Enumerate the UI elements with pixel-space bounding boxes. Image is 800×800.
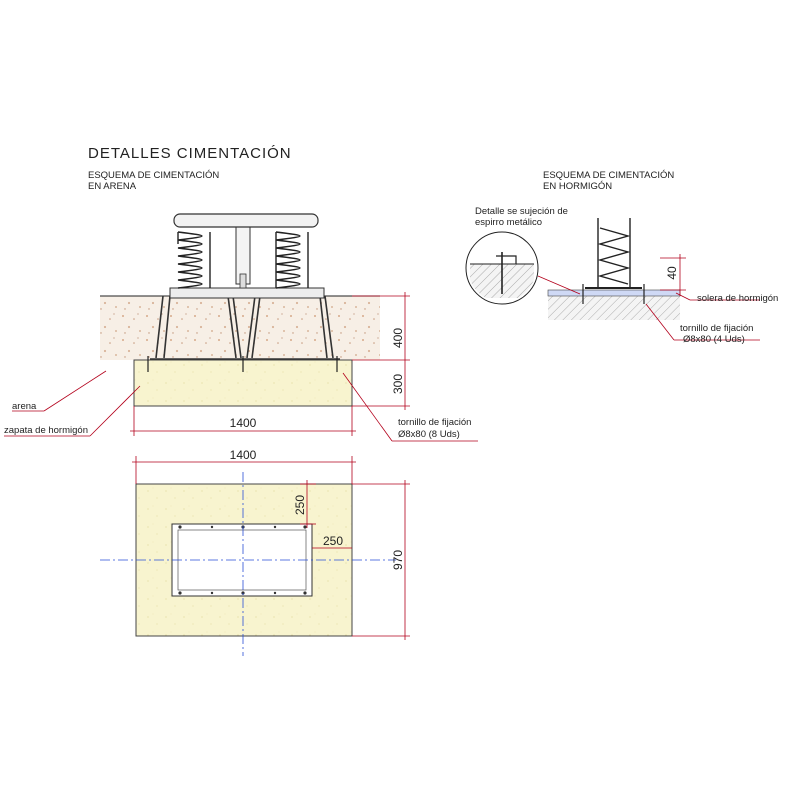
concrete-bolt-label-1: tornillo de fijación [680,323,753,334]
plan-dim-970: 970 [391,550,405,570]
sand-scheme: ESQUEMA DE CIMENTACIÓN EN ARENA [4,170,478,442]
sand-dim-400: 400 [391,328,405,348]
plan-dim-1400: 1400 [230,448,257,462]
detail-circle [465,231,581,305]
plan-dim-lines [132,456,410,640]
plan-dim-250-top: 250 [293,495,307,515]
concrete-spring [585,218,642,289]
plan-dim-250-side: 250 [323,534,343,548]
concrete-slab [547,289,681,297]
sand-layer [100,296,380,362]
page-title: DETALLES CIMENTACIÓN [88,145,292,162]
sand-bolt-label-1: tornillo de fijación [398,417,471,428]
concrete-ground [548,296,680,320]
label-sand: arena [12,401,37,412]
spring-left [177,231,211,289]
sand-leaders [4,370,478,442]
concrete-scheme: ESQUEMA DE CIMENTACIÓN EN HORMIGÓN Detal… [465,170,778,345]
concrete-bolts [582,284,645,304]
sand-bolt-label-2: Ø8x80 (8 Uds) [398,429,460,440]
support-legs [150,295,340,360]
concrete-bolt-label-2: Ø8x80 (4 Uds) [683,334,745,345]
concrete-dim-lines [645,254,760,341]
sand-scheme-label-2: EN ARENA [88,181,137,192]
concrete-dim-40: 40 [665,266,679,280]
sand-scheme-label-1: ESQUEMA DE CIMENTACIÓN [88,170,219,181]
spring-right [275,231,309,289]
sand-dim-lines [130,292,410,436]
concrete-scheme-label-1: ESQUEMA DE CIMENTACIÓN [543,170,674,181]
seat-top [173,213,319,228]
plan-view: 1400 250 250 970 [100,448,410,656]
concrete-scheme-label-2: EN HORMIGÓN [543,181,612,192]
plan-bolts [178,525,307,595]
anchor-bolts [147,356,338,372]
sand-dim-1400: 1400 [230,416,257,430]
sand-dim-300: 300 [391,374,405,394]
base-frame [169,287,325,299]
detail-label-2: espirro metálico [475,217,542,228]
label-slab: solera de hormigón [697,293,778,304]
label-footing: zapata de hormigón [4,425,88,436]
detail-label-1: Detalle se sujeción de [475,206,568,217]
